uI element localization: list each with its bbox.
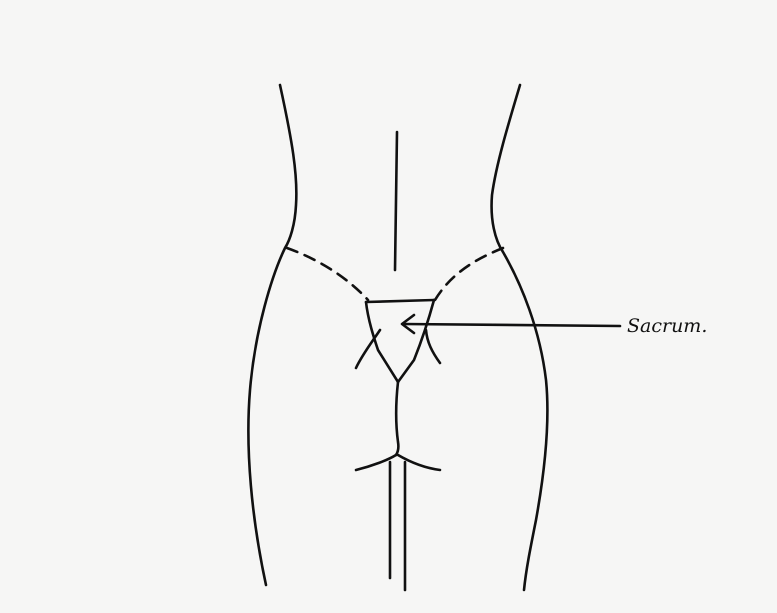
gluteal-cleft bbox=[396, 382, 398, 455]
right-gluteal-curve bbox=[426, 330, 440, 363]
spine-line bbox=[395, 132, 397, 270]
left-iliac-crest-dashed bbox=[287, 248, 368, 300]
left-body-contour bbox=[248, 85, 296, 585]
right-body-contour bbox=[492, 85, 548, 590]
sacrum-label: Sacrum. bbox=[627, 315, 707, 337]
right-iliac-crest-dashed bbox=[435, 248, 503, 300]
sacrum-top-edge bbox=[366, 300, 434, 302]
pointer-line bbox=[403, 324, 620, 326]
